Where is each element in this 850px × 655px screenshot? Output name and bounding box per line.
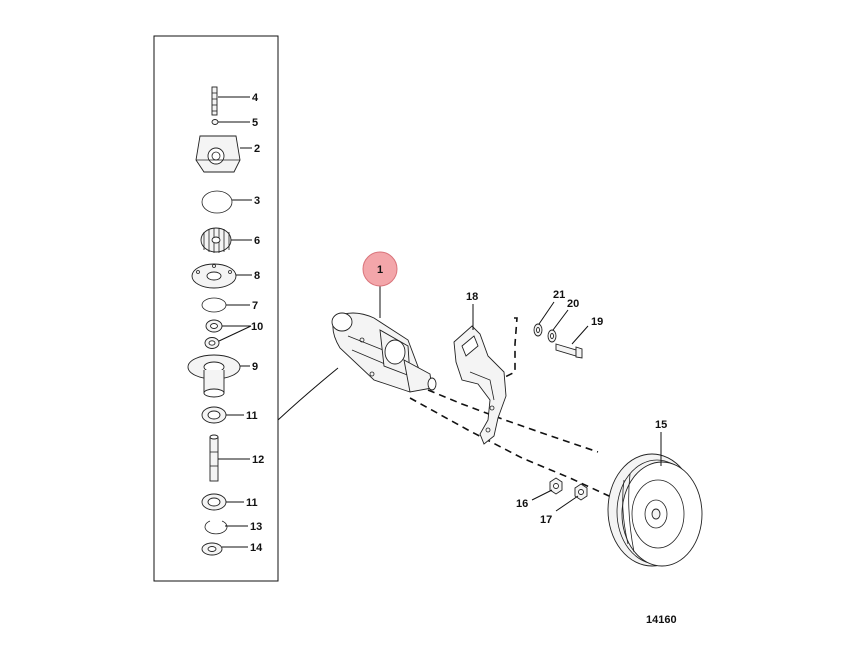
o-ring-part [201,190,233,214]
small-o-ring-part [201,297,227,313]
callout-18: 18 [466,291,478,303]
leader-10b [218,325,252,342]
callout-15: 15 [655,419,667,431]
callout-13: 13 [250,521,262,533]
callout-9: 9 [252,361,258,373]
callout-2: 2 [254,143,260,155]
snap-ring-part [204,520,228,535]
callout-21: 21 [553,289,565,301]
shaft-part [209,434,219,482]
nut-17-part [574,483,588,501]
exploded-view-frame [153,35,279,582]
callout-19: 19 [591,316,603,328]
leader-21 [538,301,555,325]
callout-1: 1 [377,264,383,276]
leader-20 [552,309,569,331]
callout-11-upper: 11 [246,410,258,422]
figure-number: 14160 [646,614,677,626]
callout-4: 4 [252,92,259,104]
inset-connector-line [277,367,339,421]
bearing-lower-part [201,493,227,511]
bearing-upper-part [201,406,227,424]
callout-7: 7 [252,300,258,312]
callout-20: 20 [567,298,579,310]
leader-19 [571,325,589,345]
highlight-circle [362,251,398,287]
thrust-washer-part [201,542,223,556]
callout-11-lower: 11 [246,497,258,509]
centerline-upper [427,389,599,453]
callout-14: 14 [250,542,263,554]
callout-17: 17 [540,514,552,526]
centerline-lower [409,397,623,503]
screw-part [211,86,218,116]
pump-cover-part [195,135,241,173]
wear-plate-part [191,263,237,289]
callout-16: 16 [516,498,528,510]
callout-5: 5 [252,117,258,129]
flat-washer-part [547,329,557,343]
nut-16-part [549,477,563,495]
pulley-part [607,453,703,567]
callout-6: 6 [254,235,260,247]
callout-12: 12 [252,454,264,466]
lock-washer-part [533,323,543,337]
callout-8: 8 [254,270,260,282]
bolt-part [555,343,583,359]
seal-parts [204,319,223,349]
pump-body-part [187,354,241,398]
washer-part [211,119,219,125]
leader-17 [555,495,579,512]
impeller-part [200,227,232,253]
callout-10: 10 [251,321,263,333]
seawater-pump-assembly [331,312,437,393]
callout-3: 3 [254,195,260,207]
leader-16 [531,489,553,501]
mounting-bracket-part [453,325,507,445]
